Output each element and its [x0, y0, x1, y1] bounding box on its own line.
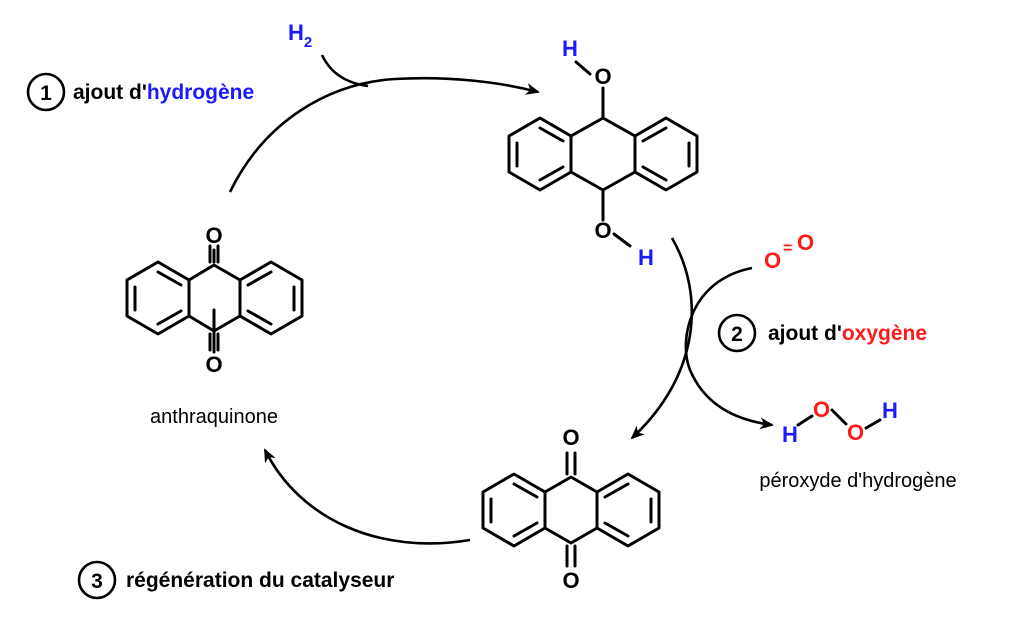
aq-bottom-oxygen: O	[205, 352, 222, 377]
ahq-oh-bonds	[574, 60, 632, 248]
h2o2-bonds	[796, 408, 882, 430]
regenerated-anthraquinone-molecule: O O	[481, 425, 661, 593]
ahq-right-ring-double-bonds	[641, 126, 691, 182]
aq-left-ring-double-bonds	[133, 270, 183, 326]
ahq-right-ring	[633, 116, 699, 192]
oxygen-reagent: O = O	[764, 230, 814, 273]
step-2-number: 2	[731, 323, 743, 346]
step-3-text: régénération du catalyseur	[126, 569, 394, 592]
reg-right-ring-double-bonds	[603, 482, 653, 538]
hydrogen-reagent: H2	[288, 20, 312, 51]
h2o2-o1: O	[813, 397, 830, 422]
aq-central-ring	[187, 263, 242, 333]
arrow-hydrogenation	[228, 76, 540, 193]
step-2-label: 2 ajout d'oxygène	[717, 313, 927, 353]
aq-name: anthraquinone	[150, 406, 278, 428]
hydrogen-peroxide-molecule: H O O H péroxyde d'hydrogène	[759, 397, 956, 492]
reg-co-double-bonds	[565, 451, 577, 568]
ahq-left-ring-double-bonds	[515, 126, 565, 182]
aq-right-ring-double-bonds	[246, 270, 296, 326]
step-3-label: 3 régénération du catalyseur	[77, 560, 394, 600]
h2o2-h1: H	[782, 422, 798, 447]
anthrahydroquinone-molecule: H O O H	[507, 36, 699, 270]
h2-symbol: H2	[288, 20, 312, 51]
o2-right: O	[797, 230, 814, 255]
step-1-label: 1 ajout d'hydrogène	[26, 72, 254, 112]
step-1-keyword: hydrogène	[147, 81, 254, 104]
anthraquinone-molecule: O O anthraquinone	[125, 223, 304, 428]
h2o2-o2: O	[847, 420, 864, 445]
arrow-peroxide-release	[684, 266, 774, 430]
ahq-top-hydrogen: H	[562, 36, 578, 61]
step-1-circle	[26, 72, 66, 112]
aq-co-double-bonds	[208, 244, 220, 352]
ahq-bottom-hydrogen: H	[638, 245, 654, 270]
ahq-top-oxygen: O	[594, 64, 611, 89]
ahq-bottom-oxygen: O	[594, 218, 611, 243]
reg-central-ring	[543, 475, 599, 545]
step-3-circle	[77, 560, 117, 600]
aq-top-oxygen: O	[205, 223, 222, 248]
step-2-text: ajout d'oxygène	[768, 322, 927, 345]
h2o2-name: péroxyde d'hydrogène	[759, 470, 956, 492]
step-1-prefix: ajout d'	[73, 81, 147, 104]
step-2-keyword: oxygène	[842, 322, 927, 345]
aq-right-ring	[238, 260, 304, 336]
arrow-h2-input	[320, 54, 369, 88]
step-2-prefix: ajout d'	[768, 322, 842, 345]
o2-bond: =	[783, 240, 792, 257]
h2o2-h2: H	[882, 398, 898, 423]
reg-left-ring-double-bonds	[489, 482, 539, 538]
step-1-text: ajout d'hydrogène	[73, 81, 254, 104]
step-1-number: 1	[40, 82, 52, 105]
o2-left: O	[764, 248, 781, 273]
step-3-number: 3	[91, 570, 103, 593]
arrow-regeneration	[263, 448, 471, 545]
step-2-circle	[717, 313, 757, 353]
reg-right-ring	[595, 472, 661, 548]
reg-top-oxygen: O	[562, 425, 579, 450]
reg-bottom-oxygen: O	[562, 568, 579, 593]
step-3-keyword: régénération du catalyseur	[126, 569, 394, 592]
arrow-oxidation	[630, 237, 694, 440]
ahq-central-ring	[569, 116, 637, 192]
